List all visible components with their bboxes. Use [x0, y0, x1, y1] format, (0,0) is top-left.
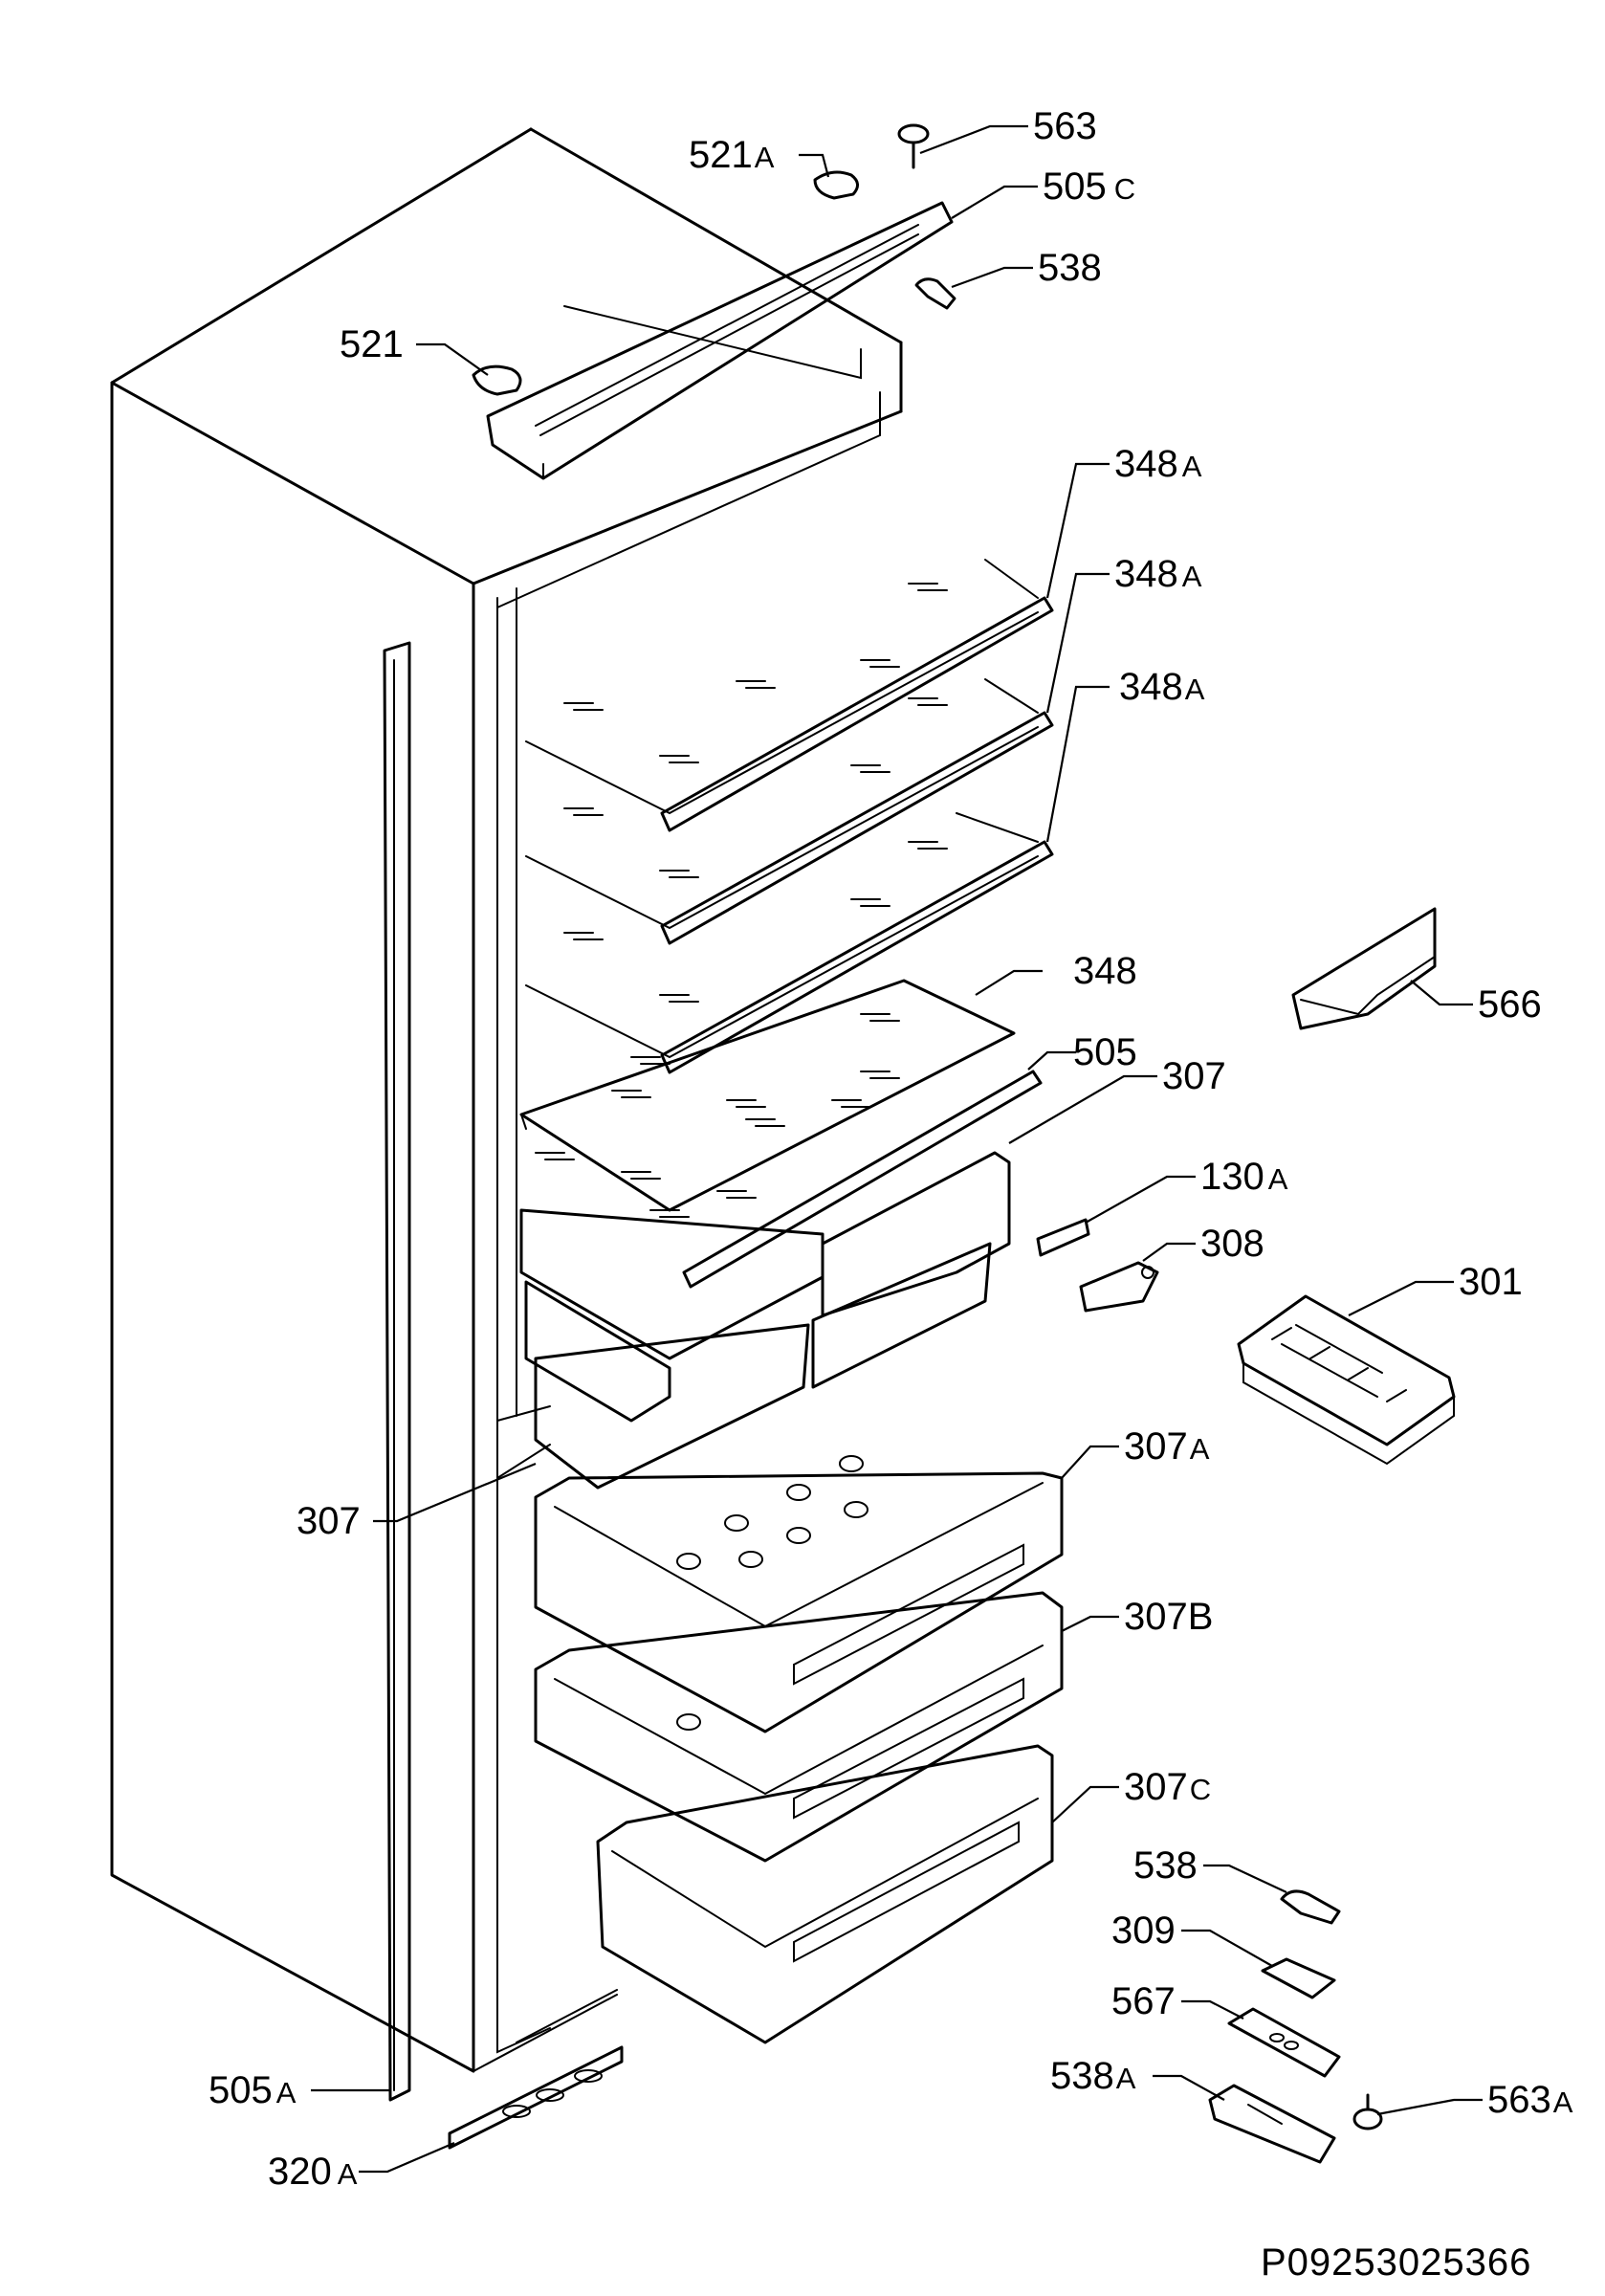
- leader-lines: [311, 124, 1483, 2174]
- label-308: 308: [1200, 1223, 1264, 1265]
- cover-309: [1261, 1957, 1336, 1999]
- hinge-pin-538-bottom: [1280, 1889, 1341, 1925]
- slide-rail-320a: [448, 2045, 624, 2150]
- hinge-part-308: [1079, 1261, 1159, 1313]
- label-505: 505: [1073, 1031, 1137, 1073]
- label-307a: 307A: [1124, 1425, 1210, 1468]
- hinge-pin-538-top: [914, 277, 956, 310]
- hinge-bar-505c: [486, 201, 954, 480]
- hinge-part-130a: [1036, 1218, 1090, 1257]
- door-seal-505a: [383, 641, 411, 2102]
- label-538-bottom: 538: [1133, 1844, 1198, 1887]
- label-563a: 563A: [1487, 2079, 1573, 2121]
- label-521a: 521A: [689, 134, 775, 176]
- label-563: 563: [1033, 105, 1097, 147]
- label-566: 566: [1478, 983, 1542, 1026]
- label-348a-3: 348A: [1119, 666, 1205, 708]
- label-538a: 538A: [1050, 2055, 1136, 2097]
- glass-shelf-348a-1: [525, 559, 1054, 832]
- glass-shelf-348a-2: [525, 678, 1054, 945]
- glass-hatch-marks: [535, 583, 948, 1218]
- glass-shelf-348: [519, 979, 1016, 1212]
- screw-563a: [1352, 2093, 1383, 2130]
- label-567: 567: [1111, 1980, 1176, 2022]
- glass-shelf-348a-3: [525, 812, 1054, 1074]
- hinge-cover-521: [472, 364, 522, 396]
- label-309: 309: [1111, 1910, 1176, 1952]
- freezer-drawer-307a: [534, 1455, 1064, 1733]
- ice-scoop-566: [1291, 907, 1437, 1030]
- seal-strip-505: [682, 1070, 1043, 1289]
- label-538-top: 538: [1038, 247, 1102, 289]
- screw-563: [897, 123, 930, 169]
- ice-tray-301: [1237, 1294, 1456, 1466]
- label-307c: 307C: [1124, 1766, 1211, 1808]
- label-521: 521: [340, 323, 404, 365]
- hinge-cover-521a: [813, 170, 859, 200]
- freezer-drawer-307b: [534, 1591, 1064, 1863]
- label-307-left: 307: [297, 1500, 361, 1542]
- label-301: 301: [1459, 1261, 1523, 1303]
- cabinet-body: [110, 127, 903, 2073]
- hinge-plate-567: [1227, 2007, 1341, 2078]
- label-307b: 307B: [1124, 1596, 1213, 1638]
- hinge-plate-538a: [1208, 2084, 1336, 2164]
- freezer-drawer-307c: [596, 1744, 1054, 2044]
- label-307-right: 307: [1162, 1055, 1226, 1097]
- drawing-code: P09253025366: [1261, 2241, 1531, 2284]
- fridge-bins-307: [519, 1151, 1011, 1490]
- label-348: 348: [1073, 950, 1137, 992]
